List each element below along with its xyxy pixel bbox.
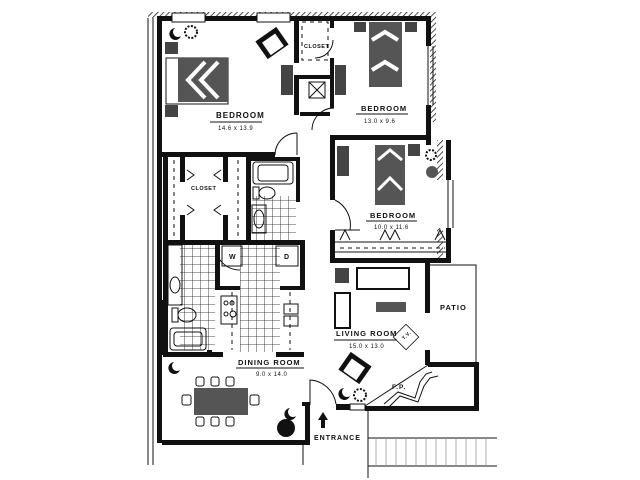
entrance-label: ENTRANCE [314,435,361,442]
bedroom-3-furniture [337,144,438,205]
washer-label: W [229,254,237,261]
washer [221,245,243,267]
kitchen-counters [220,292,299,350]
bedroom-2-furniture [335,22,417,95]
bedroom-2-dimensions: 13.0 x 9.6 [364,119,396,125]
tv [392,323,420,351]
bedroom-3-label: BEDROOM [370,211,416,220]
fireplace-label: F.P. [392,384,406,391]
patio-label: PATIO [440,303,467,312]
laundry [221,245,299,267]
dining-furniture [168,362,296,437]
fireplace [364,364,439,409]
bedroom-2-label: BEDROOM [361,104,407,113]
mechanical-chase [308,81,326,99]
bedroom-1-furniture [165,25,293,117]
closet-2-label: CLOSET [304,44,329,50]
living-room-furniture [334,267,420,402]
tiled-floors [180,196,296,352]
entrance-steps [302,411,497,478]
tv-label: T.V. [401,330,413,342]
bedroom-1-dimensions: 14.6 x 13.9 [218,126,253,132]
exterior-guide-lines [147,18,154,465]
entrance-arrow-icon [318,412,328,428]
living-room-label: LIVING ROOM [336,329,397,338]
bath-1-fixtures [251,161,294,234]
dryer [275,245,299,267]
dining-room-label: DINING ROOM [238,358,301,367]
dryer-label: D [284,254,290,261]
walls [157,12,479,445]
bath-2-fixtures [167,244,207,351]
living-room-dimensions: 15.0 x 13.0 [349,344,384,350]
bedroom-1-label: BEDROOM [216,111,265,120]
closet-1-label: CLOSET [191,186,216,192]
dining-room-dimensions: 9.0 x 14.0 [256,372,288,378]
bedroom-3-dimensions: 10.0 x 11.6 [374,225,409,231]
patio [428,264,477,362]
closet-bifold-doors [186,169,446,241]
closet-rods [173,21,446,253]
room-labels: BEDROOM 14.6 x 13.9 BEDROOM 13.0 x 9.6 B… [191,44,467,442]
